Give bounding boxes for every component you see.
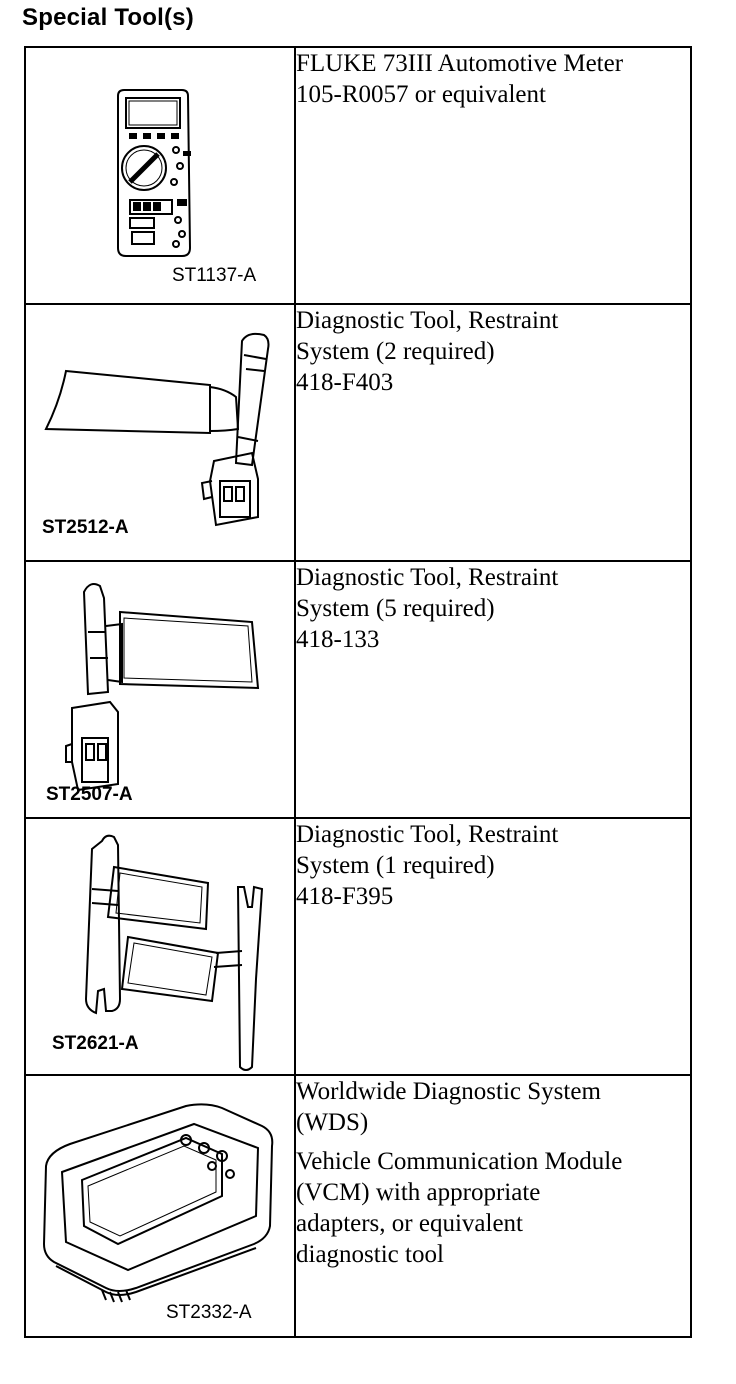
description-line: Worldwide Diagnostic System: [296, 1078, 601, 1105]
description-line: 418-F403: [296, 369, 394, 396]
tool-description: Vehicle Communication Module (VCM) with …: [296, 1146, 690, 1270]
description-line: (WDS): [296, 1109, 369, 1136]
restraint-diagnostic-tool-icon: [44, 332, 270, 527]
tool-description: Diagnostic Tool, Restraint System (5 req…: [296, 562, 690, 655]
tool-id-label: ST2621-A: [52, 1033, 139, 1054]
special-tools-table: ST1137-A FLUKE 73III Automotive Meter 10…: [24, 46, 692, 1338]
tool-description: Diagnostic Tool, Restraint System (1 req…: [296, 819, 690, 912]
vcm-module-icon: [42, 1103, 274, 1303]
tool-id-label: ST2332-A: [166, 1302, 252, 1323]
tool-description-cell: Diagnostic Tool, Restraint System (1 req…: [294, 817, 692, 1076]
tool-id-label: ST2512-A: [42, 517, 129, 538]
description-line: (VCM) with appropriate: [296, 1179, 541, 1206]
description-line: 418-F395: [296, 883, 394, 910]
tool-image-cell: ST2621-A: [24, 817, 296, 1076]
tool-description-cell: Diagnostic Tool, Restraint System (2 req…: [294, 303, 692, 562]
tool-description-cell: FLUKE 73III Automotive Meter 105-R0057 o…: [294, 46, 692, 305]
multimeter-icon: [117, 89, 192, 257]
description-line: Diagnostic Tool, Restraint: [296, 564, 559, 591]
tool-image-cell: ST2507-A: [24, 560, 296, 819]
tool-image-cell: ST2512-A: [24, 303, 296, 562]
table-row: ST2507-A Diagnostic Tool, Restraint Syst…: [24, 560, 692, 819]
page-title: Special Tool(s): [22, 4, 194, 31]
tool-image-cell: ST2332-A: [24, 1074, 296, 1338]
tool-description: Diagnostic Tool, Restraint System (2 req…: [296, 305, 690, 398]
tool-image-cell: ST1137-A: [24, 46, 296, 305]
description-line: FLUKE 73III Automotive Meter: [296, 50, 624, 77]
description-line: System (1 required): [296, 852, 495, 879]
description-line: Vehicle Communication Module: [296, 1148, 623, 1175]
tool-description-cell: Worldwide Diagnostic System (WDS) Vehicl…: [294, 1074, 692, 1338]
description-line: adapters, or equivalent: [296, 1210, 523, 1237]
tool-id-label: ST1137-A: [172, 265, 257, 286]
tool-description: FLUKE 73III Automotive Meter 105-R0057 o…: [296, 48, 690, 110]
tool-id-label: ST2507-A: [46, 784, 133, 805]
table-row: ST2332-A Worldwide Diagnostic System (WD…: [24, 1074, 692, 1338]
restraint-diagnostic-tool-icon: [65, 583, 260, 792]
description-line: diagnostic tool: [296, 1241, 444, 1268]
table-row: ST1137-A FLUKE 73III Automotive Meter 10…: [24, 46, 692, 305]
table-row: ST2621-A Diagnostic Tool, Restraint Syst…: [24, 817, 692, 1076]
description-line: 418-133: [296, 626, 380, 653]
table-row: ST2512-A Diagnostic Tool, Restraint Syst…: [24, 303, 692, 562]
description-line: System (5 required): [296, 595, 495, 622]
description-line: 105-R0057 or equivalent: [296, 81, 546, 108]
description-line: System (2 required): [296, 338, 495, 365]
tool-description: Worldwide Diagnostic System (WDS): [296, 1076, 690, 1138]
restraint-diagnostic-tool-pair-icon: [84, 834, 264, 1071]
tool-description-cell: Diagnostic Tool, Restraint System (5 req…: [294, 560, 692, 819]
description-line: Diagnostic Tool, Restraint: [296, 821, 559, 848]
description-line: Diagnostic Tool, Restraint: [296, 307, 559, 334]
